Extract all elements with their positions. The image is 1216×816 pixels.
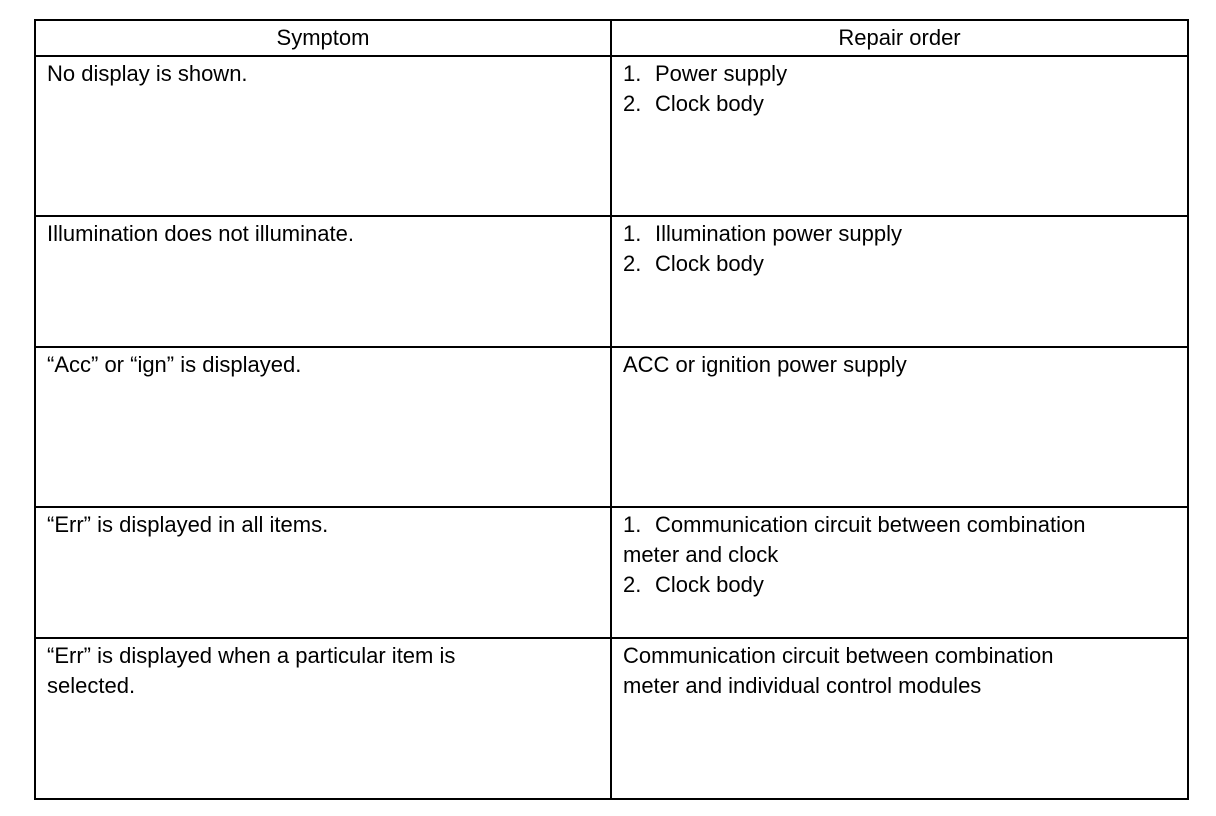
step-number: 1. [623,221,642,246]
symptom-text-continuation: selected. [47,673,136,698]
repair-step: 2. Clock body [623,570,1177,600]
header-symptom: Symptom [34,19,612,57]
repair-step-continuation: meter and clock [623,542,779,567]
step-text: Illumination power supply [655,221,903,246]
repair-step: 1. Power supply [623,59,1177,89]
symptom-text: No display is shown. [47,61,248,86]
repair-order-cell: 1. Communication circuit between combinat… [610,506,1189,639]
step-text: Clock body [655,572,764,597]
symptom-cell: “Err” is displayed when a particular ite… [34,637,612,800]
symptom-repair-table: Symptom Repair order No display is shown… [34,19,1189,800]
symptom-cell: Illumination does not illuminate. [34,215,612,348]
repair-order-cell: 1. Illumination power supply 2. Clock body [610,215,1189,348]
step-number: 2. [623,91,642,116]
symptom-cell: No display is shown. [34,55,612,217]
table-header-row: Symptom Repair order [34,19,1189,57]
repair-text-continuation: meter and individual control modules [623,673,982,698]
table-row: “Acc” or “ign” is displayed. ACC or igni… [34,346,1189,508]
header-repair-order: Repair order [610,19,1189,57]
repair-step: 1. Illumination power supply [623,219,1177,249]
table-row: “Err” is displayed when a particular ite… [34,637,1189,800]
table-row: “Err” is displayed in all items. 1. Commu… [34,506,1189,639]
table-row: No display is shown. 1. Power supply 2. Cl… [34,55,1189,217]
repair-order-cell: 1. Power supply 2. Clock body [610,55,1189,217]
repair-step: 2. Clock body [623,89,1177,119]
repair-order-cell: ACC or ignition power supply [610,346,1189,508]
step-text: Power supply [655,61,788,86]
repair-text: Communication circuit between combinatio… [623,643,1054,668]
step-number: 1. [623,61,642,86]
step-text: Clock body [655,91,764,116]
step-number: 1. [623,512,642,537]
symptom-cell: “Err” is displayed in all items. [34,506,612,639]
symptom-text: “Err” is displayed in all items. [47,512,329,537]
repair-step: 1. Communication circuit between combinat… [623,510,1177,540]
symptom-cell: “Acc” or “ign” is displayed. [34,346,612,508]
step-number: 2. [623,251,642,276]
symptom-text: “Err” is displayed when a particular ite… [47,643,456,668]
step-number: 2. [623,572,642,597]
step-text: Clock body [655,251,764,276]
table-row: Illumination does not illuminate. 1. Illu… [34,215,1189,348]
repair-text: ACC or ignition power supply [623,352,907,377]
step-text: Communication circuit between combinatio… [655,512,1086,537]
symptom-text: Illumination does not illuminate. [47,221,354,246]
repair-order-cell: Communication circuit between combinatio… [610,637,1189,800]
repair-step: 2. Clock body [623,249,1177,279]
symptom-text: “Acc” or “ign” is displayed. [47,352,302,377]
